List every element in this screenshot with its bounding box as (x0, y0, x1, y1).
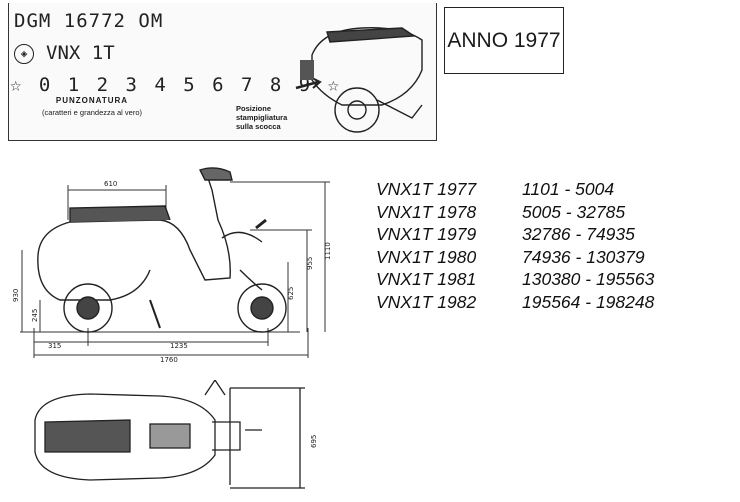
engine-cover-outline (376, 99, 423, 119)
stamp-digits: ☆ 0 1 2 3 4 5 6 7 8 9 ☆ (10, 74, 343, 96)
dim-label-315: 315 (48, 342, 61, 350)
side-view-drawing: 610 1110 955 625 930 245 315 1235 1760 (12, 167, 332, 364)
dim-label-955: 955 (306, 257, 314, 270)
frame-range: 32786 - 74935 (522, 224, 635, 244)
mirror-left (204, 380, 226, 396)
table-row: VNX1T 1978 5005 - 32785 (376, 201, 654, 224)
frame-range: 5005 - 32785 (522, 201, 626, 222)
model-year: VNX1T 1980 (376, 246, 477, 267)
dim-label-1235: 1235 (170, 342, 188, 350)
model-stamp-row: ◈ VNX 1T (14, 42, 115, 64)
frame-range: 130380 - 195563 (522, 269, 655, 289)
table-row: VNX1T 1981 130380 - 195563 (376, 268, 654, 291)
punzonatura-note: (caratteri e grandezza al vero) (41, 108, 143, 117)
dim-label-610: 610 (104, 180, 117, 188)
frame-range: 195564 - 198248 (522, 291, 655, 312)
body-outline-top (34, 393, 216, 481)
frame-range: 1101 - 5004 (522, 179, 615, 199)
rear-wheel (63, 283, 113, 333)
position-label: Posizione stampigliatura sulla scocca (236, 104, 288, 131)
stamp-location-arrow (255, 218, 267, 230)
rear-hub (76, 296, 100, 320)
table-row: VNX1T 1977 1101 - 5004 (376, 178, 654, 201)
position-arrow (295, 80, 319, 90)
stamp-plate-mark (300, 60, 314, 80)
dim-label-245: 245 (31, 309, 39, 322)
arrow-head (311, 77, 322, 89)
frame-number-plate (8, 3, 437, 141)
dim-label-695: 695 (310, 435, 318, 448)
engine-code: DGM 16772 OM (14, 10, 164, 32)
model-year: VNX1T 1978 (376, 201, 477, 222)
year-box: ANNO 1977 (444, 7, 564, 74)
dim-label-625: 625 (287, 287, 295, 300)
frame-range: 74936 - 130379 (522, 246, 645, 267)
table-row: VNX1T 1980 74936 - 130379 (376, 246, 654, 269)
dim-label-930: 930 (12, 289, 20, 302)
body-shell-outline (311, 27, 423, 106)
seat-shape (69, 205, 171, 222)
table-row: VNX1T 1979 32786 - 74935 (376, 223, 654, 246)
scooter-body-outline (37, 177, 231, 281)
model-stamp: VNX 1T (46, 42, 115, 64)
rear-hub-outline (347, 100, 367, 120)
production-table: VNX1T 1977 1101 - 5004 VNX1T 1978 5005 - 3… (376, 178, 654, 313)
front-wheel (237, 283, 287, 333)
dim-label-1110: 1110 (324, 242, 332, 260)
model-year: VNX1T 1982 (376, 291, 477, 312)
table-row: VNX1T 1982 195564 - 198248 (376, 291, 654, 314)
seat-shape (326, 27, 417, 43)
stand-leg (149, 299, 161, 329)
punzonatura-label: PUNZONATURA (55, 96, 129, 105)
piaggio-logo-icon: ◈ (14, 44, 34, 64)
floorboard-grid (149, 423, 191, 449)
seat-top (44, 419, 131, 453)
model-year: VNX1T 1977 (376, 179, 477, 199)
model-year: VNX1T 1981 (376, 269, 477, 289)
top-view-drawing: 695 (34, 380, 318, 489)
headset-top (212, 421, 241, 451)
front-fork (239, 269, 263, 291)
handlebar-headset (199, 167, 233, 181)
dim-label-1760: 1760 (160, 356, 178, 364)
side-panel-outline (37, 254, 151, 301)
stamp-location-sketch (295, 27, 423, 133)
front-hub (250, 296, 274, 320)
model-year: VNX1T 1979 (376, 224, 477, 244)
rear-wheel-outline (334, 87, 380, 133)
front-fender (221, 231, 263, 243)
